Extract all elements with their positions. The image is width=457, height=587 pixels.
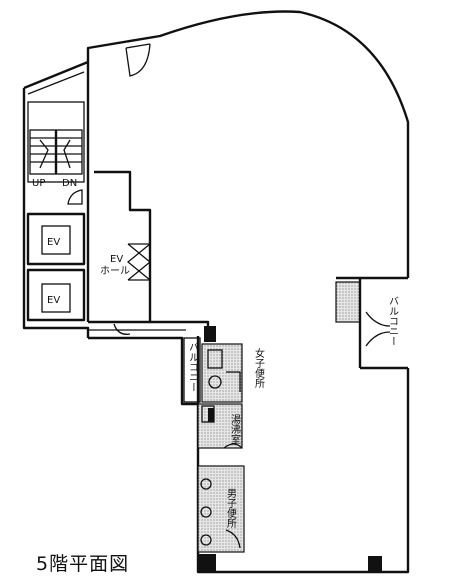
kitchenette — [197, 403, 243, 449]
main-entrance-door — [125, 43, 151, 77]
balcony-right — [335, 276, 408, 370]
core-walls — [27, 62, 210, 406]
elevator-2-label: EV — [47, 295, 60, 306]
stair-up-label: UP — [32, 178, 45, 189]
womens-toilet-label: 女子便所 — [253, 347, 265, 389]
balcony-right-label: バルコニー — [387, 296, 399, 346]
floor-plan-title: 5階平面図 — [36, 553, 130, 575]
stair — [29, 129, 83, 175]
balcony-left-label: バルコニー — [187, 342, 199, 392]
womens-toilet — [201, 326, 243, 403]
elevator-1-label: EV — [47, 237, 60, 248]
column — [368, 556, 382, 572]
ev-hall-label-1: EV — [110, 254, 123, 265]
elevator-shafts — [26, 212, 86, 322]
corridor-door — [113, 323, 131, 335]
stair-down-label: DN — [62, 178, 77, 189]
mens-toilet-label: 男子便所 — [225, 488, 237, 529]
ev-hall-door — [126, 243, 152, 281]
stair-door — [67, 189, 83, 205]
ev-hall-label-2: ホール — [100, 265, 130, 277]
exterior-wall — [22, 10, 410, 574]
mens-toilet — [197, 465, 245, 572]
kitchenette-label: 湯沸室 — [229, 413, 241, 444]
balcony-left-area — [183, 337, 201, 403]
